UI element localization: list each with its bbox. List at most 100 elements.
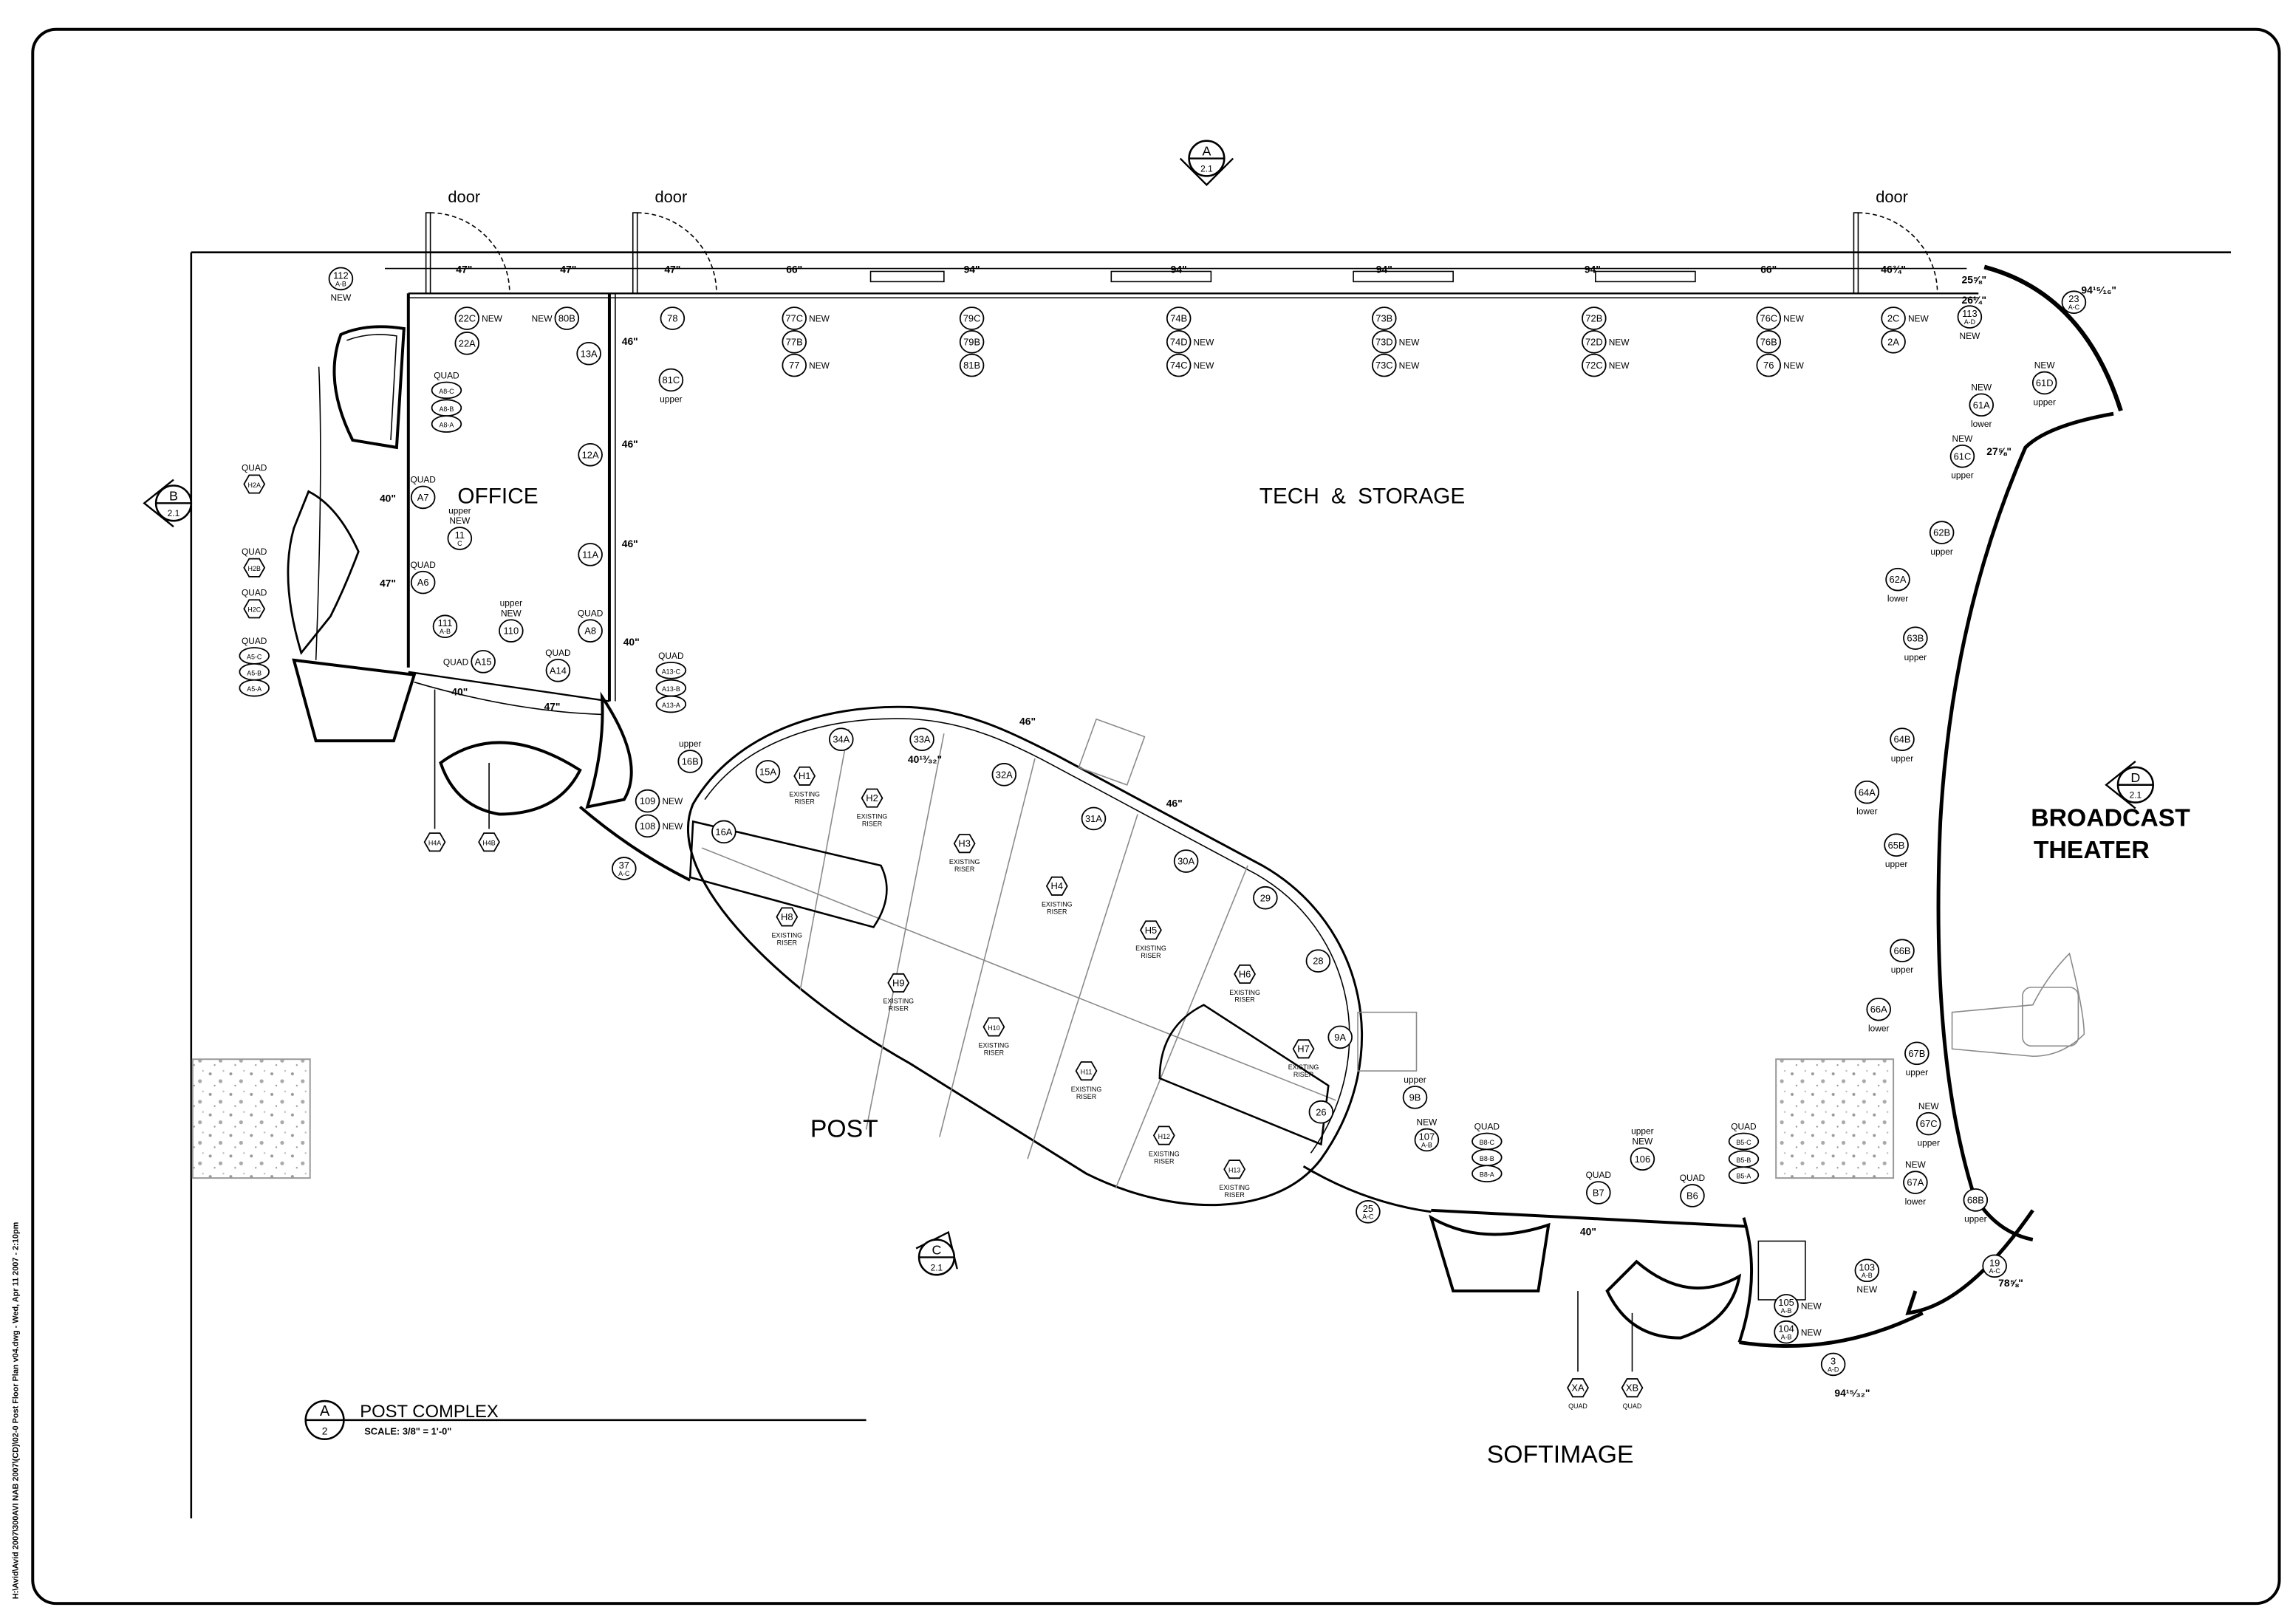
equipment-tag[interactable]: 9A [1327, 1025, 1353, 1049]
equipment-tag[interactable]: 31A [1081, 806, 1107, 831]
equipment-tag[interactable]: 34A [829, 727, 854, 751]
equipment-tag[interactable]: 81B [959, 353, 985, 377]
section-marker[interactable]: C2.1 [915, 1230, 958, 1276]
equipment-tag[interactable]: 19A-C [1982, 1254, 2007, 1278]
equipment-tag[interactable]: B8-B [1472, 1148, 1503, 1167]
equipment-tag[interactable]: 78 [660, 306, 686, 330]
equipment-tag[interactable]: 72B [1582, 306, 1607, 330]
equipment-tag[interactable]: A5-B [239, 662, 270, 681]
equipment-tag[interactable]: 26 [1308, 1100, 1334, 1124]
equipment-tag[interactable]: 33A [909, 727, 934, 751]
equipment-tag[interactable]: 12A [578, 443, 603, 467]
equipment-tag[interactable]: 28 [1305, 949, 1331, 973]
equipment-tag[interactable]: A8-A [431, 415, 462, 433]
equipment-tag[interactable]: 77B [782, 330, 807, 354]
equipment-tag[interactable]: 23A-C [2061, 290, 2087, 315]
equipment-tag[interactable]: B5-B [1728, 1150, 1760, 1168]
equipment-tag[interactable]: 3A-D [1820, 1352, 1846, 1377]
equipment-tag[interactable]: 29 [1253, 885, 1278, 910]
equipment-tag[interactable]: 74B [1166, 306, 1192, 330]
equipment-tag[interactable]: 76B [1756, 330, 1782, 354]
equipment-tag[interactable]: 30A [1173, 849, 1199, 873]
equipment-tag[interactable]: 79C [959, 306, 985, 330]
equipment-tag[interactable]: B8-A [1472, 1165, 1503, 1182]
equipment-tag[interactable]: A8-B [431, 399, 462, 417]
equipment-tag[interactable]: 73B [1372, 306, 1397, 330]
equipment-tag[interactable]: 2A [1881, 330, 1906, 354]
equipment-tag[interactable]: 22A [454, 332, 480, 355]
section-marker[interactable]: A2.1 [1179, 140, 1234, 186]
section-marker[interactable]: B2.1 [143, 479, 193, 528]
hex-tag[interactable]: H4B [478, 832, 500, 852]
equipment-tag[interactable]: 11A [578, 543, 603, 566]
equipment-tag[interactable]: 25A-C [1356, 1200, 1381, 1224]
equipment-tag[interactable]: 37A-C [612, 857, 637, 880]
equipment-tag[interactable]: 15A [755, 760, 781, 784]
equipment-tag[interactable]: 79B [959, 330, 985, 354]
equipment-tag[interactable]: B5-A [1728, 1166, 1760, 1184]
hex-tag[interactable]: H4A [423, 832, 446, 852]
